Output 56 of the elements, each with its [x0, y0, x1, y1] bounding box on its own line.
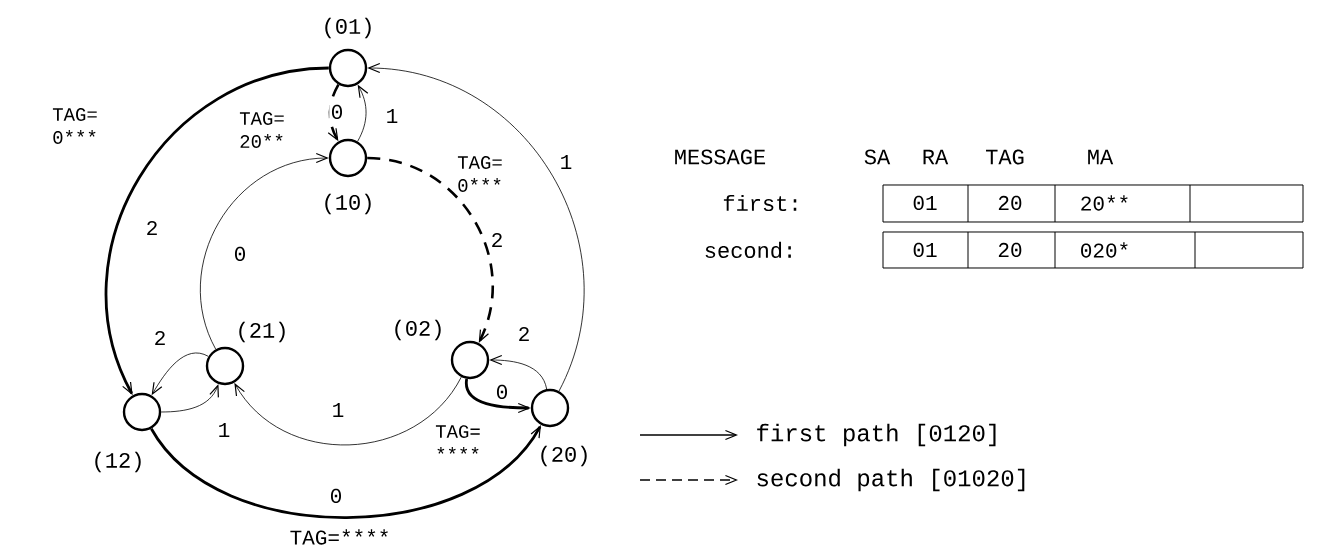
arrow	[160, 384, 219, 413]
row-label: first:	[723, 194, 797, 212]
edge-label: 2	[516, 325, 532, 343]
column-header: MA	[1088, 149, 1114, 165]
cell-value: 20**	[1081, 195, 1128, 211]
arrow	[234, 376, 462, 446]
tag-note: TAG= 20**	[239, 112, 284, 148]
arrow	[465, 378, 531, 414]
arrow	[489, 354, 548, 390]
arrow	[150, 424, 542, 519]
cell-value: 20	[998, 242, 1022, 258]
edge-label: 1	[330, 401, 346, 419]
cell-value: 01	[913, 242, 937, 258]
arrow	[151, 352, 209, 396]
state-node: (12)	[95, 392, 162, 473]
edge-label: 0	[232, 245, 248, 263]
state-node: (21)	[205, 321, 285, 386]
edge-label: 2	[152, 329, 168, 347]
state-node: (02)	[395, 319, 490, 380]
edge-label: 1	[558, 153, 574, 171]
column-header: TAG	[986, 149, 1024, 165]
cell-value: 01	[913, 195, 937, 211]
tag-note: TAG=****	[288, 528, 392, 546]
cell-value: 020*	[1081, 242, 1128, 258]
node-label: (02)	[395, 319, 441, 341]
edge-label: 0	[329, 103, 345, 121]
arrow	[104, 66, 329, 396]
edge-label: 1	[384, 107, 400, 125]
edge-label: 2	[144, 219, 160, 237]
arrow	[200, 152, 329, 350]
tag-note: TAG= 0***	[457, 156, 502, 192]
node-label: (20)	[541, 445, 587, 467]
state-node: (20)	[530, 388, 587, 467]
node-label: (10)	[325, 193, 371, 215]
legend-item: second path [01020]	[639, 468, 1025, 492]
column-header: MESSAGE	[675, 149, 766, 165]
arrow	[327, 84, 340, 142]
column-header: SA	[864, 149, 891, 165]
edge-label: 2	[489, 231, 505, 249]
state-node: (10)	[325, 138, 371, 215]
edge-label: 0	[494, 383, 510, 401]
tag-note: TAG= ****	[435, 425, 480, 454]
arrow	[357, 84, 369, 142]
column-header: RA	[923, 149, 949, 165]
edge-label: 1	[216, 421, 232, 439]
state-node: (01)	[325, 17, 371, 88]
legend-item: first path [0120]	[639, 423, 996, 447]
cell-value: 20	[998, 195, 1022, 211]
node-label: (01)	[325, 17, 371, 39]
arrow	[367, 156, 494, 343]
tag-note: TAG= 0***	[52, 108, 97, 144]
arrow	[367, 62, 585, 392]
row-label: second:	[705, 241, 791, 259]
node-label: (21)	[239, 321, 285, 343]
edge-label: 0	[328, 487, 344, 505]
node-label: (12)	[95, 451, 141, 473]
